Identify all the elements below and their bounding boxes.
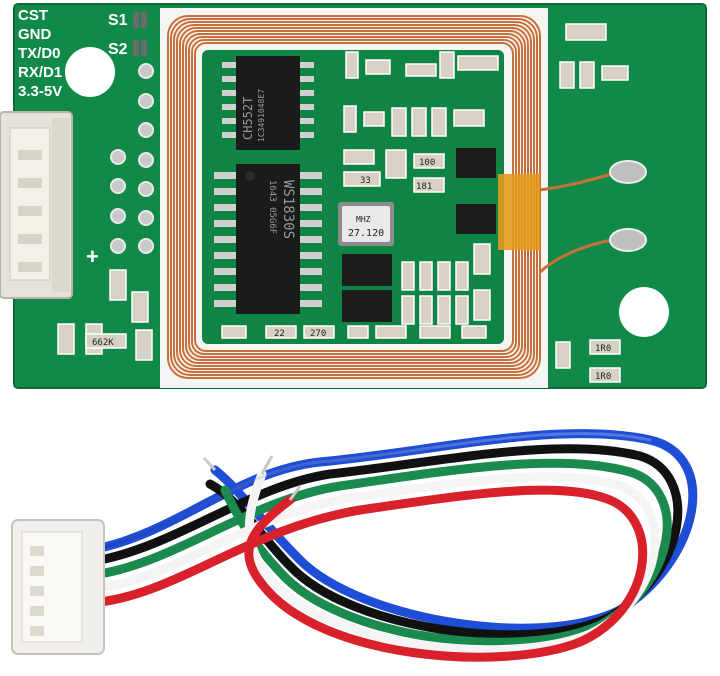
smd-label-100: 100 [419, 158, 435, 168]
right-components [555, 23, 629, 383]
crystal-freq: 27.120 [348, 228, 384, 239]
smd-label-1r0-b: 1R0 [595, 372, 611, 382]
smd-label-181: 181 [416, 182, 432, 192]
via-pads [110, 63, 154, 254]
crystal-mhz: MHZ [356, 215, 371, 224]
transistor-1 [342, 254, 392, 286]
pin-label-cst: CST [18, 7, 48, 24]
coil-solder-pad-1 [609, 160, 647, 184]
smd-label-3y: 3Y [462, 225, 473, 235]
transistor-3 [456, 148, 496, 178]
smd-label-662k: 662K [92, 338, 114, 348]
pin-label-gnd: GND [18, 26, 52, 43]
smd-label-33: 33 [360, 176, 371, 186]
wire-black [95, 444, 683, 640]
crystal: MHZ 27.120 [338, 202, 394, 246]
smd-components [221, 51, 499, 339]
plus-mark: + [86, 244, 99, 269]
switch-label-s1: S1 [108, 12, 128, 29]
smd-label-270: 270 [310, 329, 326, 339]
smd-label-1r0-a: 1R0 [595, 344, 611, 354]
switch-label-s2: S2 [108, 41, 128, 58]
board-connector [0, 111, 73, 299]
wire-white [95, 469, 660, 655]
coil-solder-pad-2 [609, 228, 647, 252]
left-components [57, 269, 153, 361]
pin-label-group: CST GND TX/D0 RX/D1 3.3-5V [18, 7, 62, 100]
rf-chip-code: 1643 05G6F [267, 180, 277, 234]
cable-connector [11, 519, 105, 655]
transistor-4 [456, 204, 496, 234]
transistor-2 [342, 290, 392, 322]
pin-label-rx: RX/D1 [18, 64, 62, 81]
mounting-hole-right [619, 287, 669, 337]
mcu-chip-code: 1C3491048E7 [257, 89, 266, 142]
kapton-tape [498, 174, 540, 250]
pin-label-vcc: 3.3-5V [18, 83, 62, 100]
pin-label-tx: TX/D0 [18, 45, 61, 62]
wire-green [95, 458, 672, 647]
mcu-chip-label: CH552T [241, 97, 255, 140]
rf-chip: WS1830S 1643 05G6F [214, 164, 322, 314]
rf-chip-label: WS1830S [280, 180, 296, 239]
connector-cable [11, 429, 698, 662]
wire-red [95, 485, 648, 662]
rfid-board: CST GND TX/D0 RX/D1 3.3-5V S1 S2 + [0, 3, 707, 389]
mounting-hole-left [65, 47, 115, 97]
smd-label-22: 22 [274, 329, 285, 339]
mcu-chip: CH552T 1C3491048E7 [222, 56, 314, 150]
